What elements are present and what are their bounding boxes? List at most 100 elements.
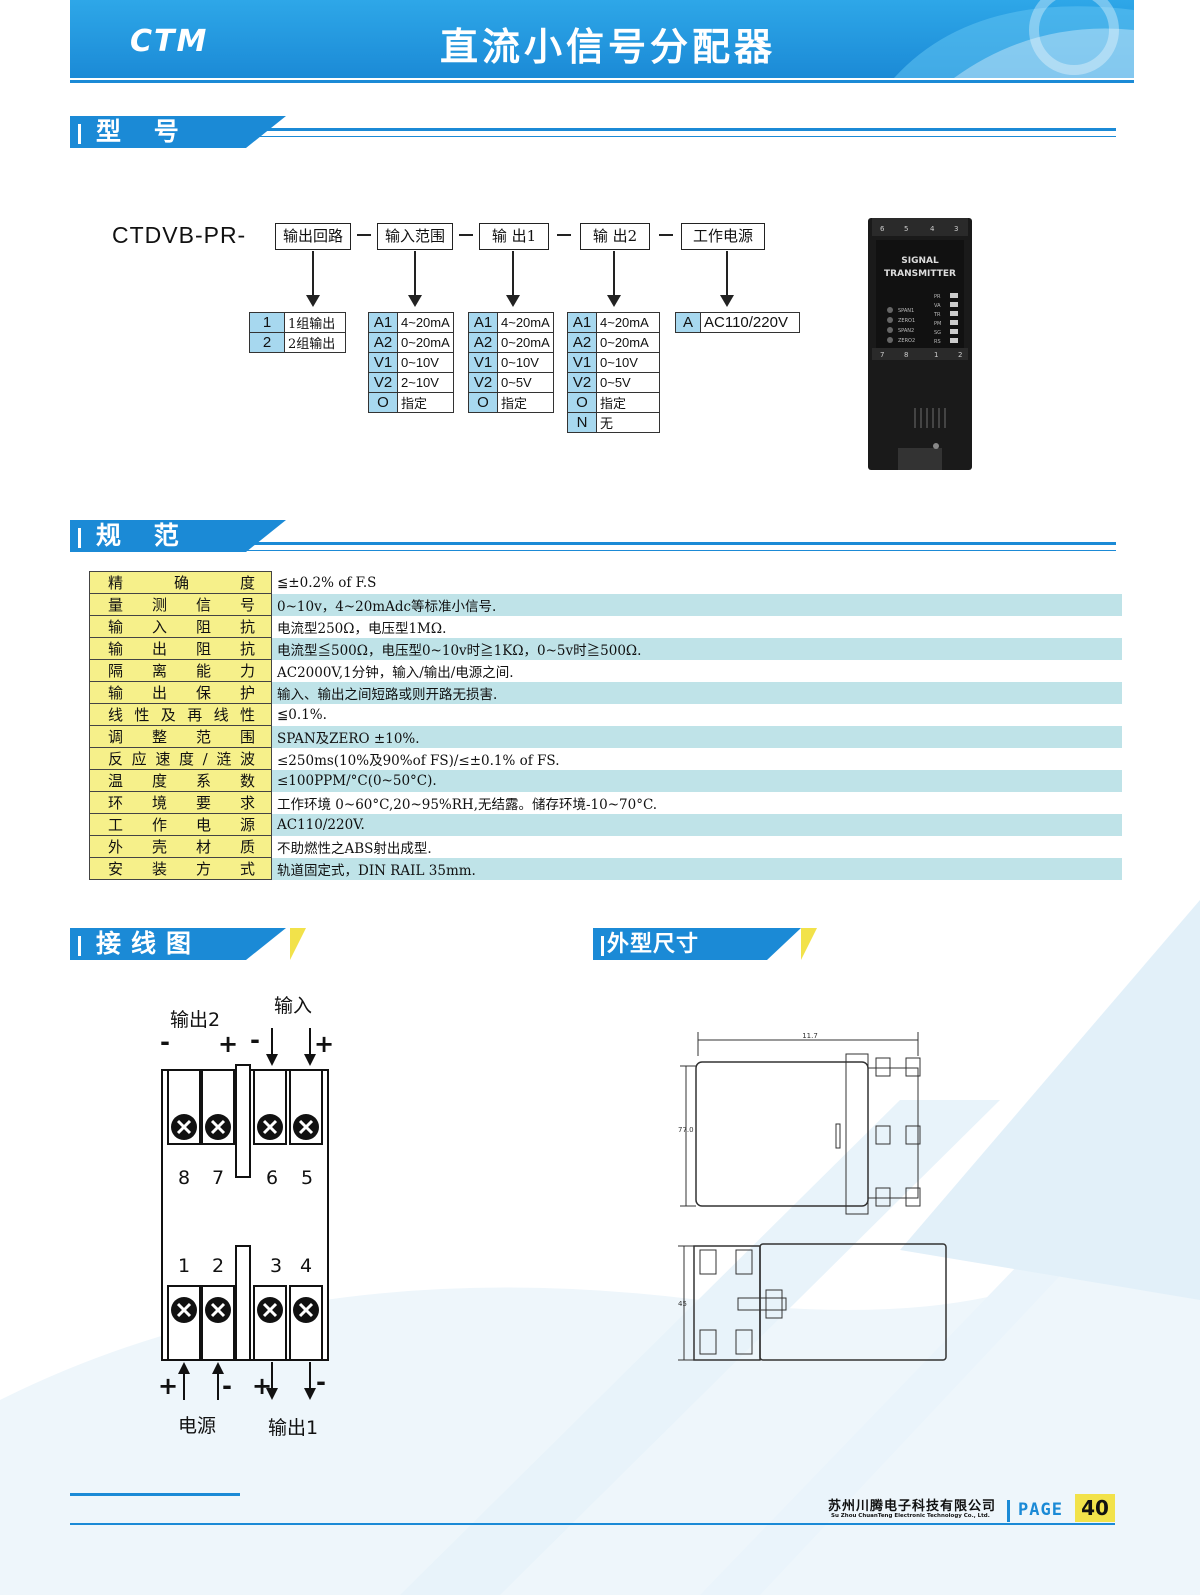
spec-key: 反应速度/涟波 [89, 747, 272, 770]
dim-depth: 45 [678, 1300, 687, 1308]
page-label: PAGE [1018, 1500, 1063, 1520]
led-label: SG [934, 330, 941, 336]
dimension-drawing: 11.7 77.0 45 [678, 1032, 947, 1361]
option-code: A2 [368, 332, 398, 353]
header-banner: CTM 直流小信号分配器 [70, 0, 1134, 78]
option-value: 4~20mA [497, 312, 554, 333]
spec-row: 温度系数≤100PPM/°C(0~50°C). [89, 769, 1122, 792]
center-divider [235, 1064, 251, 1178]
down-arrow-icon [304, 1054, 316, 1066]
company-name: 苏州川腾电子科技有限公司 [828, 1499, 997, 1514]
company-name-en: Su Zhou ChuanTeng Electronic Technology … [831, 1513, 990, 1519]
page-title: 直流小信号分配器 [440, 24, 777, 69]
spec-value: AC110/220V. [271, 813, 1122, 836]
option-code: O [368, 392, 398, 413]
section-wiring-header: 接线图 [70, 928, 306, 960]
header-swoosh-graphic [894, 0, 1134, 78]
option-code: V2 [368, 372, 398, 393]
terminal-number: 7 [880, 351, 884, 359]
terminal-number: 4 [930, 225, 935, 233]
section-title-model: 型 号 [70, 116, 246, 148]
option-code: O [567, 392, 597, 413]
down-arrow-icon [607, 295, 621, 307]
page-number: 40 [1075, 1494, 1115, 1522]
label-power: 电源 [178, 1415, 216, 1437]
spec-key: 外壳材质 [89, 835, 272, 858]
terminal-number: 7 [212, 1167, 224, 1189]
spec-value: 轨道固定式，DIN RAIL 35mm. [271, 857, 1122, 880]
footer-rule [70, 1523, 1115, 1525]
brand-logo: CTM [130, 24, 209, 59]
terminal-number: 8 [178, 1167, 190, 1189]
product-label: SIGNAL [901, 256, 939, 266]
spec-row: 环境要求工作环境 0~60°C,20~95%RH,无结露。储存环境-10~70°… [89, 791, 1122, 814]
option-value: 0~20mA [596, 332, 660, 353]
section-model-header: 型 号 [70, 116, 1116, 148]
footer-accent-line [70, 1493, 240, 1496]
spec-key: 输出阻抗 [89, 637, 272, 660]
option-code: O [468, 392, 498, 413]
option-value: 4~20mA [397, 312, 454, 333]
spec-row: 输入阻抗电流型250Ω，电压型1MΩ. [89, 615, 1122, 638]
minus-sign: - [250, 1026, 260, 1054]
connector-line [312, 251, 314, 295]
terminal-number: 3 [270, 1255, 282, 1277]
field-output2: 输 出2 [580, 223, 650, 250]
spec-row: 外壳材质不助燃性之ABS射出成型. [89, 835, 1122, 858]
section-spec-header: 规 范 [70, 520, 1116, 552]
spec-value: 工作环境 0~60°C,20~95%RH,无结露。储存环境-10~70°C. [271, 791, 1122, 814]
option-code: V1 [368, 352, 398, 373]
option-code: A2 [468, 332, 498, 353]
section-rule-thin [246, 136, 1116, 137]
option-value: 0~5V [596, 372, 660, 393]
spec-row: 输出阻抗电流型≦500Ω，电压型0~10v时≧1KΩ，0~5v时≧500Ω. [89, 637, 1122, 660]
option-value: AC110/220V [700, 312, 800, 333]
model-prefix: CTDVB-PR- [112, 222, 247, 248]
field-power: 工作电源 [681, 223, 765, 250]
option-code: A [675, 312, 701, 333]
terminal-number: 6 [266, 1167, 278, 1189]
section-rule [246, 542, 1116, 545]
down-arrow-icon [408, 295, 422, 307]
dim-width: 11.7 [802, 1032, 818, 1040]
option-code: 2 [249, 332, 285, 353]
terminal-number: 5 [904, 225, 908, 233]
spec-key: 输入阻抗 [89, 615, 272, 638]
product-photo: 6 5 4 3 SIGNAL TRANSMITTER PR VA TR PM S… [868, 218, 972, 470]
down-arrow-icon [266, 1388, 278, 1400]
field-output1: 输 出1 [479, 223, 549, 250]
terminal-number: 6 [880, 225, 885, 233]
terminal-number: 4 [300, 1255, 312, 1277]
product-label: TRANSMITTER [884, 269, 956, 279]
section-tab-corner [246, 928, 286, 960]
section-title-wiring: 接线图 [70, 928, 246, 960]
spec-value: 输入、输出之间短路或则开路无损害. [271, 681, 1122, 704]
option-value: 0~10V [397, 352, 454, 373]
plus-sign: + [158, 1372, 178, 1400]
connector-line [726, 251, 728, 295]
spec-value: 不助燃性之ABS射出成型. [271, 835, 1122, 858]
up-arrow-icon [212, 1362, 224, 1374]
option-code: A1 [567, 312, 597, 333]
connector-line [414, 251, 416, 295]
spec-row: 精确度≦±0.2% of F.S [89, 571, 1122, 594]
